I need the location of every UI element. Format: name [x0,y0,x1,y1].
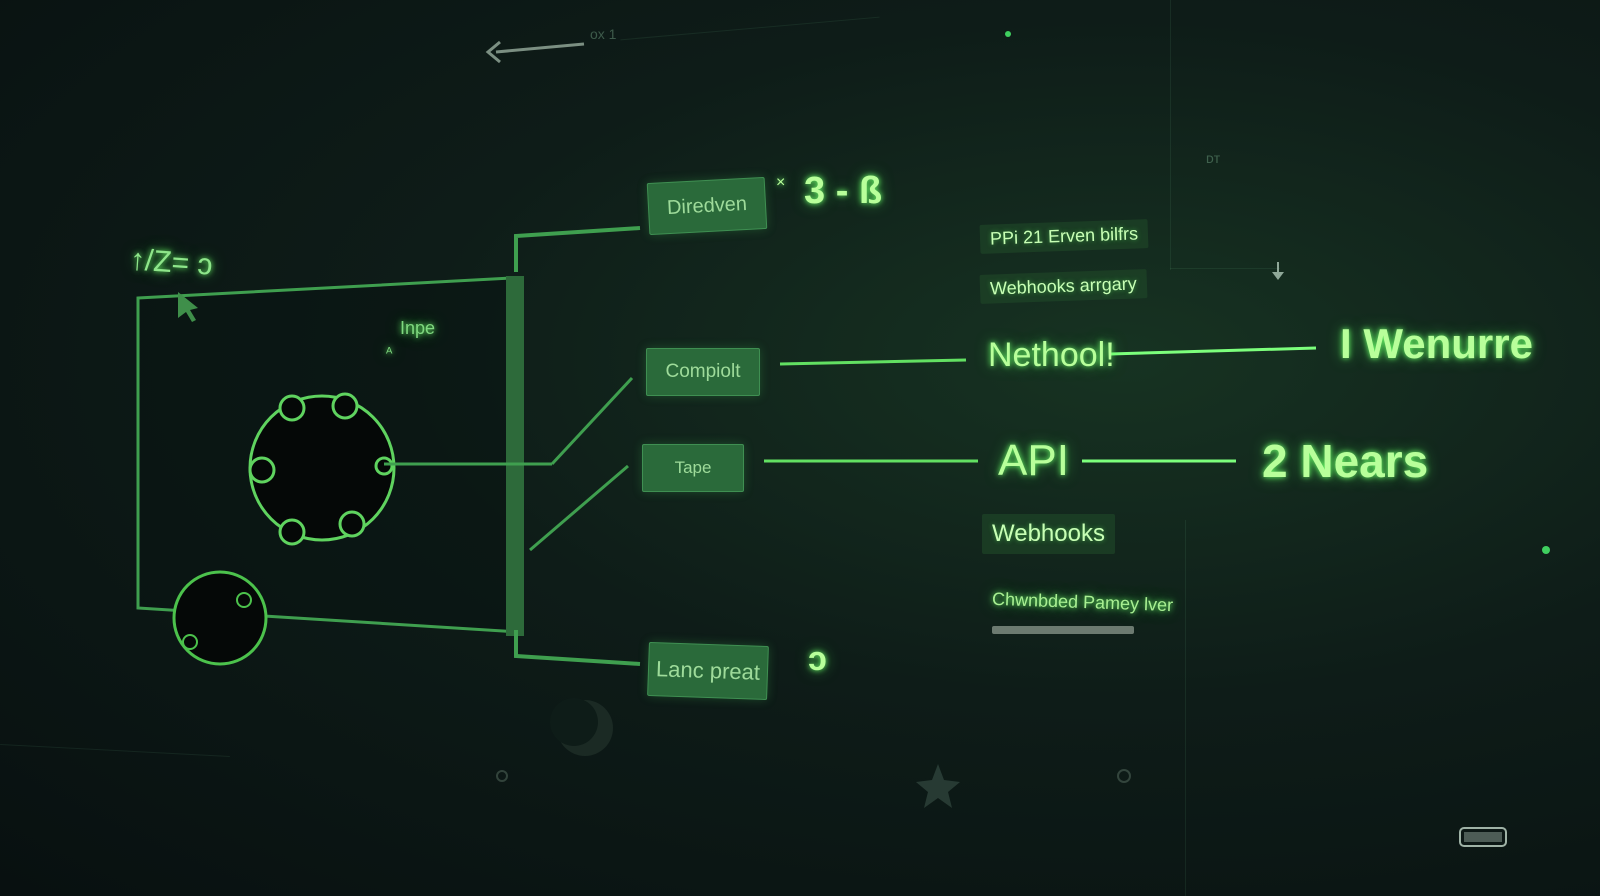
bg-horizontal-line [1170,268,1280,269]
node-lanc-preat[interactable]: Lanc preat [647,641,769,701]
bg-vertical-line [1185,520,1186,896]
small-module-icon [172,570,268,666]
inner-small-label: ᴬ [386,344,393,360]
bg-vertical-line [1170,0,1171,270]
faint-top-counter: ᴏx 1 [590,26,617,42]
inner-label: Inpe [400,318,436,338]
faint-right-code: ᴅᴛ [1206,150,1221,166]
node-diredven[interactable]: Diredven [646,176,768,236]
node-compiolt[interactable]: Compiolt [646,348,760,396]
top-formula: 3 - ß [804,170,883,212]
flow-nethool-label: Nethool! [988,336,1115,374]
flow-wenurre-label: I Wenurre [1340,320,1533,367]
formula-mark: × [776,174,786,191]
bottom-mark: ↄ [808,640,827,678]
info-tag-webhook-array: Webhooks arrgary [979,269,1148,304]
frame-side [506,276,524,636]
battery-icon [1459,827,1507,847]
progress-bar [992,626,1134,634]
node-tape[interactable]: Tape [642,444,744,492]
webhooks-tag: Webhooks [982,514,1115,554]
cursor-icon [178,292,198,322]
top-left-label: ↑/Z= ↄ [128,243,214,282]
info-tag-ppi: PPi 21 Erven bilfrs [979,219,1149,254]
flow-nears-label: 2 Nears [1262,435,1429,487]
flow-api-label: API [998,436,1069,485]
